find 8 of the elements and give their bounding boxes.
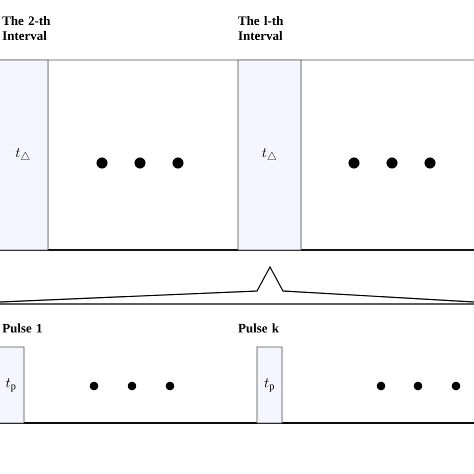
interval-box: $t_{\mathrm{p}}$: [256, 346, 282, 424]
interval-box: $t_{\triangle}$: [0, 60, 48, 250]
interval-box: $t_{\mathrm{p}}$: [0, 346, 24, 424]
heading: The l-th Interval: [238, 16, 284, 40]
heading: Pulse 1: [2, 323, 42, 333]
heading: Pulse k: [238, 323, 279, 333]
heading: The 2-th Interval: [2, 16, 50, 40]
interval-box: $t_{\triangle}$: [238, 60, 302, 250]
